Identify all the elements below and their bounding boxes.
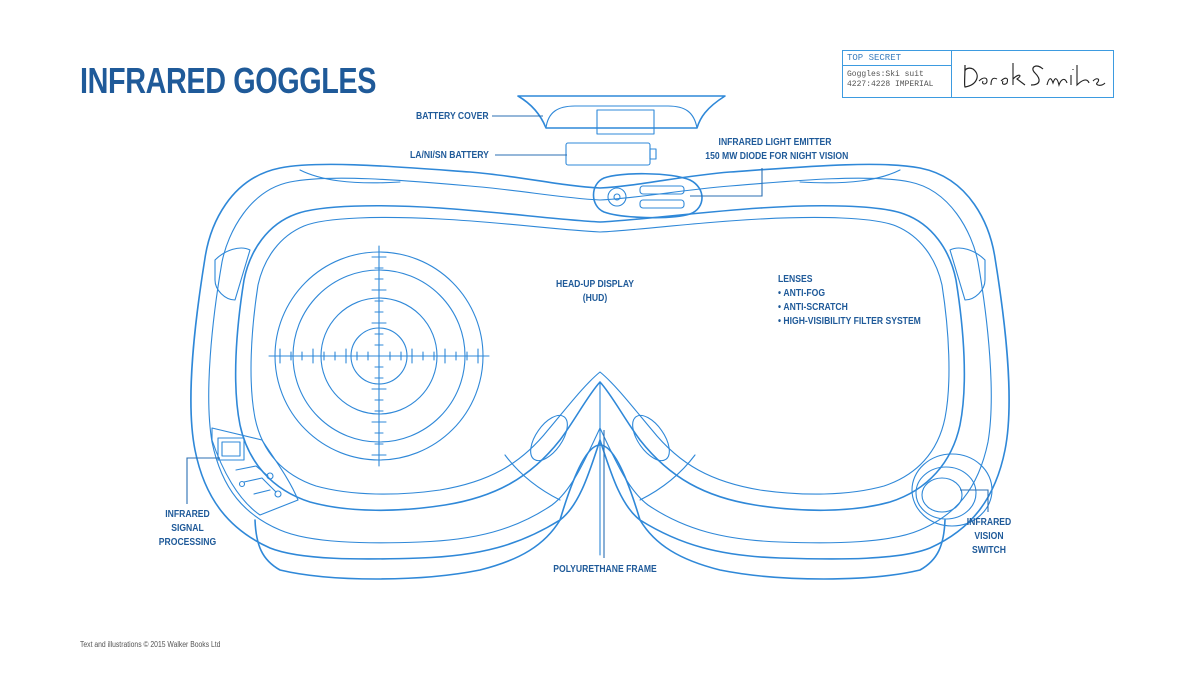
label-frame: POLYURETHANE FRAME [553,563,657,575]
lens-feature: ANTI-SCRATCH [778,300,921,314]
lens-feature: ANTI-FOG [778,286,921,300]
label-signal-processing: INFRARED SIGNAL PROCESSING [158,508,217,548]
nose-pad-left [530,414,568,462]
leader-switch [960,489,989,512]
lenses-features: ANTI-FOG ANTI-SCRATCH HIGH-VISIBILITY FI… [778,286,921,328]
battery-cover [517,95,726,129]
emitter-housing [592,172,703,219]
label-vision-switch: INFRARED VISION SWITCH [966,516,1012,556]
top-secret-stamp: TOP SECRET Goggles:Ski suit 4227:4228 IM… [842,50,1114,98]
side-vent-left [214,247,251,301]
vision-switch [911,453,993,527]
stamp-line-2: 4227:4228 IMPERIAL [847,80,934,89]
label-battery: LA/NI/SN BATTERY [410,149,489,161]
label-battery-cover: BATTERY COVER [416,110,489,122]
nose-pad-right [632,414,670,462]
circuit-board [211,427,299,516]
leader-signal [186,457,220,504]
signature [963,63,1106,88]
stamp-header: TOP SECRET [843,51,951,66]
page-title: INFRARED GOGGLES [80,60,377,101]
diode [639,185,685,195]
leader-emitter [690,168,763,197]
stamp-line-1: Goggles:Ski suit [847,70,924,79]
copyright-footer: Text and illustrations © 2015 Walker Boo… [80,640,221,649]
goggle-lens-inner [250,216,950,495]
side-vent-right [949,247,986,301]
goggle-bottom-band [254,519,561,580]
label-hud: HEAD-UP DISPLAY (HUD) [555,278,634,304]
label-lenses: LENSES ANTI-FOG ANTI-SCRATCH HIGH-VISIBI… [778,272,921,328]
battery [565,142,651,166]
hud-reticle [268,245,490,467]
label-emitter: INFRARED LIGHT EMITTER 150 MW DIODE FOR … [705,136,849,162]
lens-feature: HIGH-VISIBILITY FILTER SYSTEM [778,314,920,328]
